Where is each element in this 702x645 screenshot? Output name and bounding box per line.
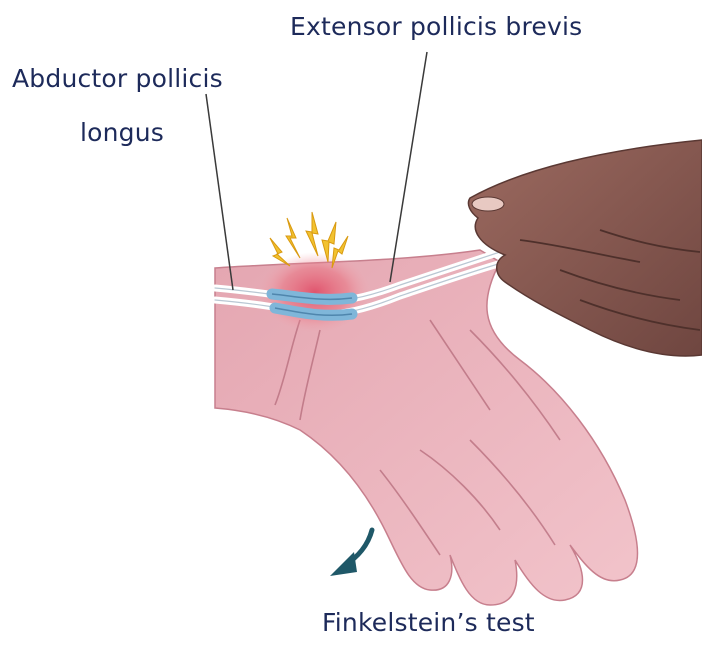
label-finkelstein-test: Finkelstein’s test	[322, 608, 535, 637]
label-abductor-pollicis: Abductor pollicis	[12, 64, 223, 93]
examiner-thumbnail	[472, 197, 504, 211]
label-extensor-pollicis-brevis: Extensor pollicis brevis	[290, 12, 582, 41]
label-abductor-longus: longus	[80, 118, 164, 147]
rotation-arrow-icon	[330, 530, 372, 576]
